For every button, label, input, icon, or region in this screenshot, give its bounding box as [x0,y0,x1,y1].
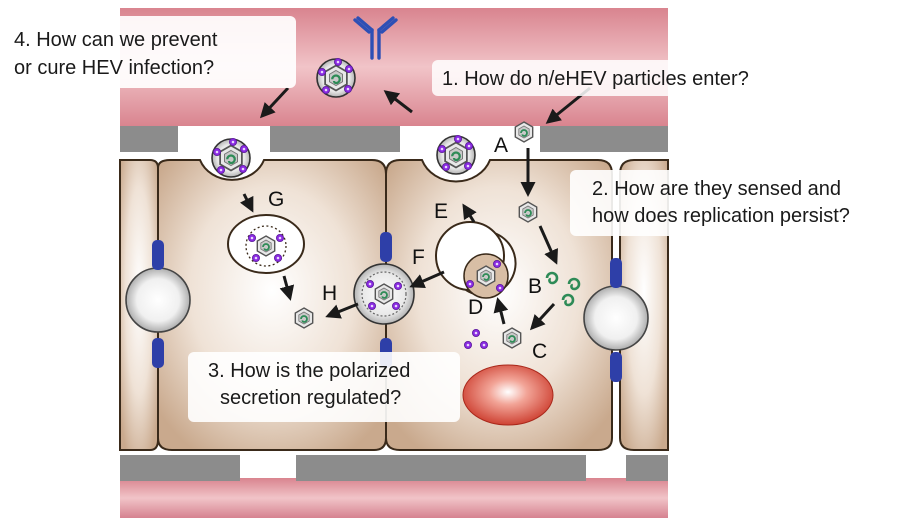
step-label-b: B [528,275,542,298]
canaliculus-right [583,285,649,351]
lumen-enveloped-virus-icon [317,58,355,97]
basal-gaps [120,455,668,481]
exosome-vesicle-icon [353,263,415,325]
step-label-h: H [322,282,337,305]
assembled-virus-icon [502,327,522,349]
question-3-line1: 3. How is the polarized [208,360,410,382]
step-label-a: A [494,134,508,157]
question-2-line1: 2. How are they sensed and [592,178,841,200]
basal-lumen [120,478,668,518]
question-1-text: 1. How do n/eHEV particles enter? [442,68,749,90]
multivesicular-body [435,221,517,299]
question-3-line2: secretion regulated? [220,387,401,409]
question-2-line2: how does replication persist? [592,205,850,227]
budding-virus-right-icon [437,135,475,174]
nucleus-icon [462,364,554,426]
step-label-d: D [468,296,483,319]
apical-gaps [120,126,668,152]
question-4-box: 4. How can we prevent or cure HEV infect… [4,16,296,88]
question-1-box: 1. How do n/eHEV particles enter? [432,60,816,96]
canaliculus-left [125,267,191,333]
question-4-line1: 4. How can we prevent [14,29,218,51]
question-4-line2: or cure HEV infection? [14,57,214,79]
entering-virus-icon [514,121,534,143]
internalized-virus-icon [518,201,538,223]
step-label-e: E [434,200,448,223]
budding-virus-left-icon [212,138,250,177]
antibody-icon [353,16,398,60]
step-label-f: F [412,246,425,269]
question-2-box: 2. How are they sensed and how does repl… [570,170,904,236]
step-label-g: G [268,188,284,211]
endosome-vesicle-icon [227,214,305,274]
step-label-c: C [532,340,547,363]
released-virus-icon [294,307,314,329]
question-3-box: 3. How is the polarized secretion regula… [188,352,460,422]
